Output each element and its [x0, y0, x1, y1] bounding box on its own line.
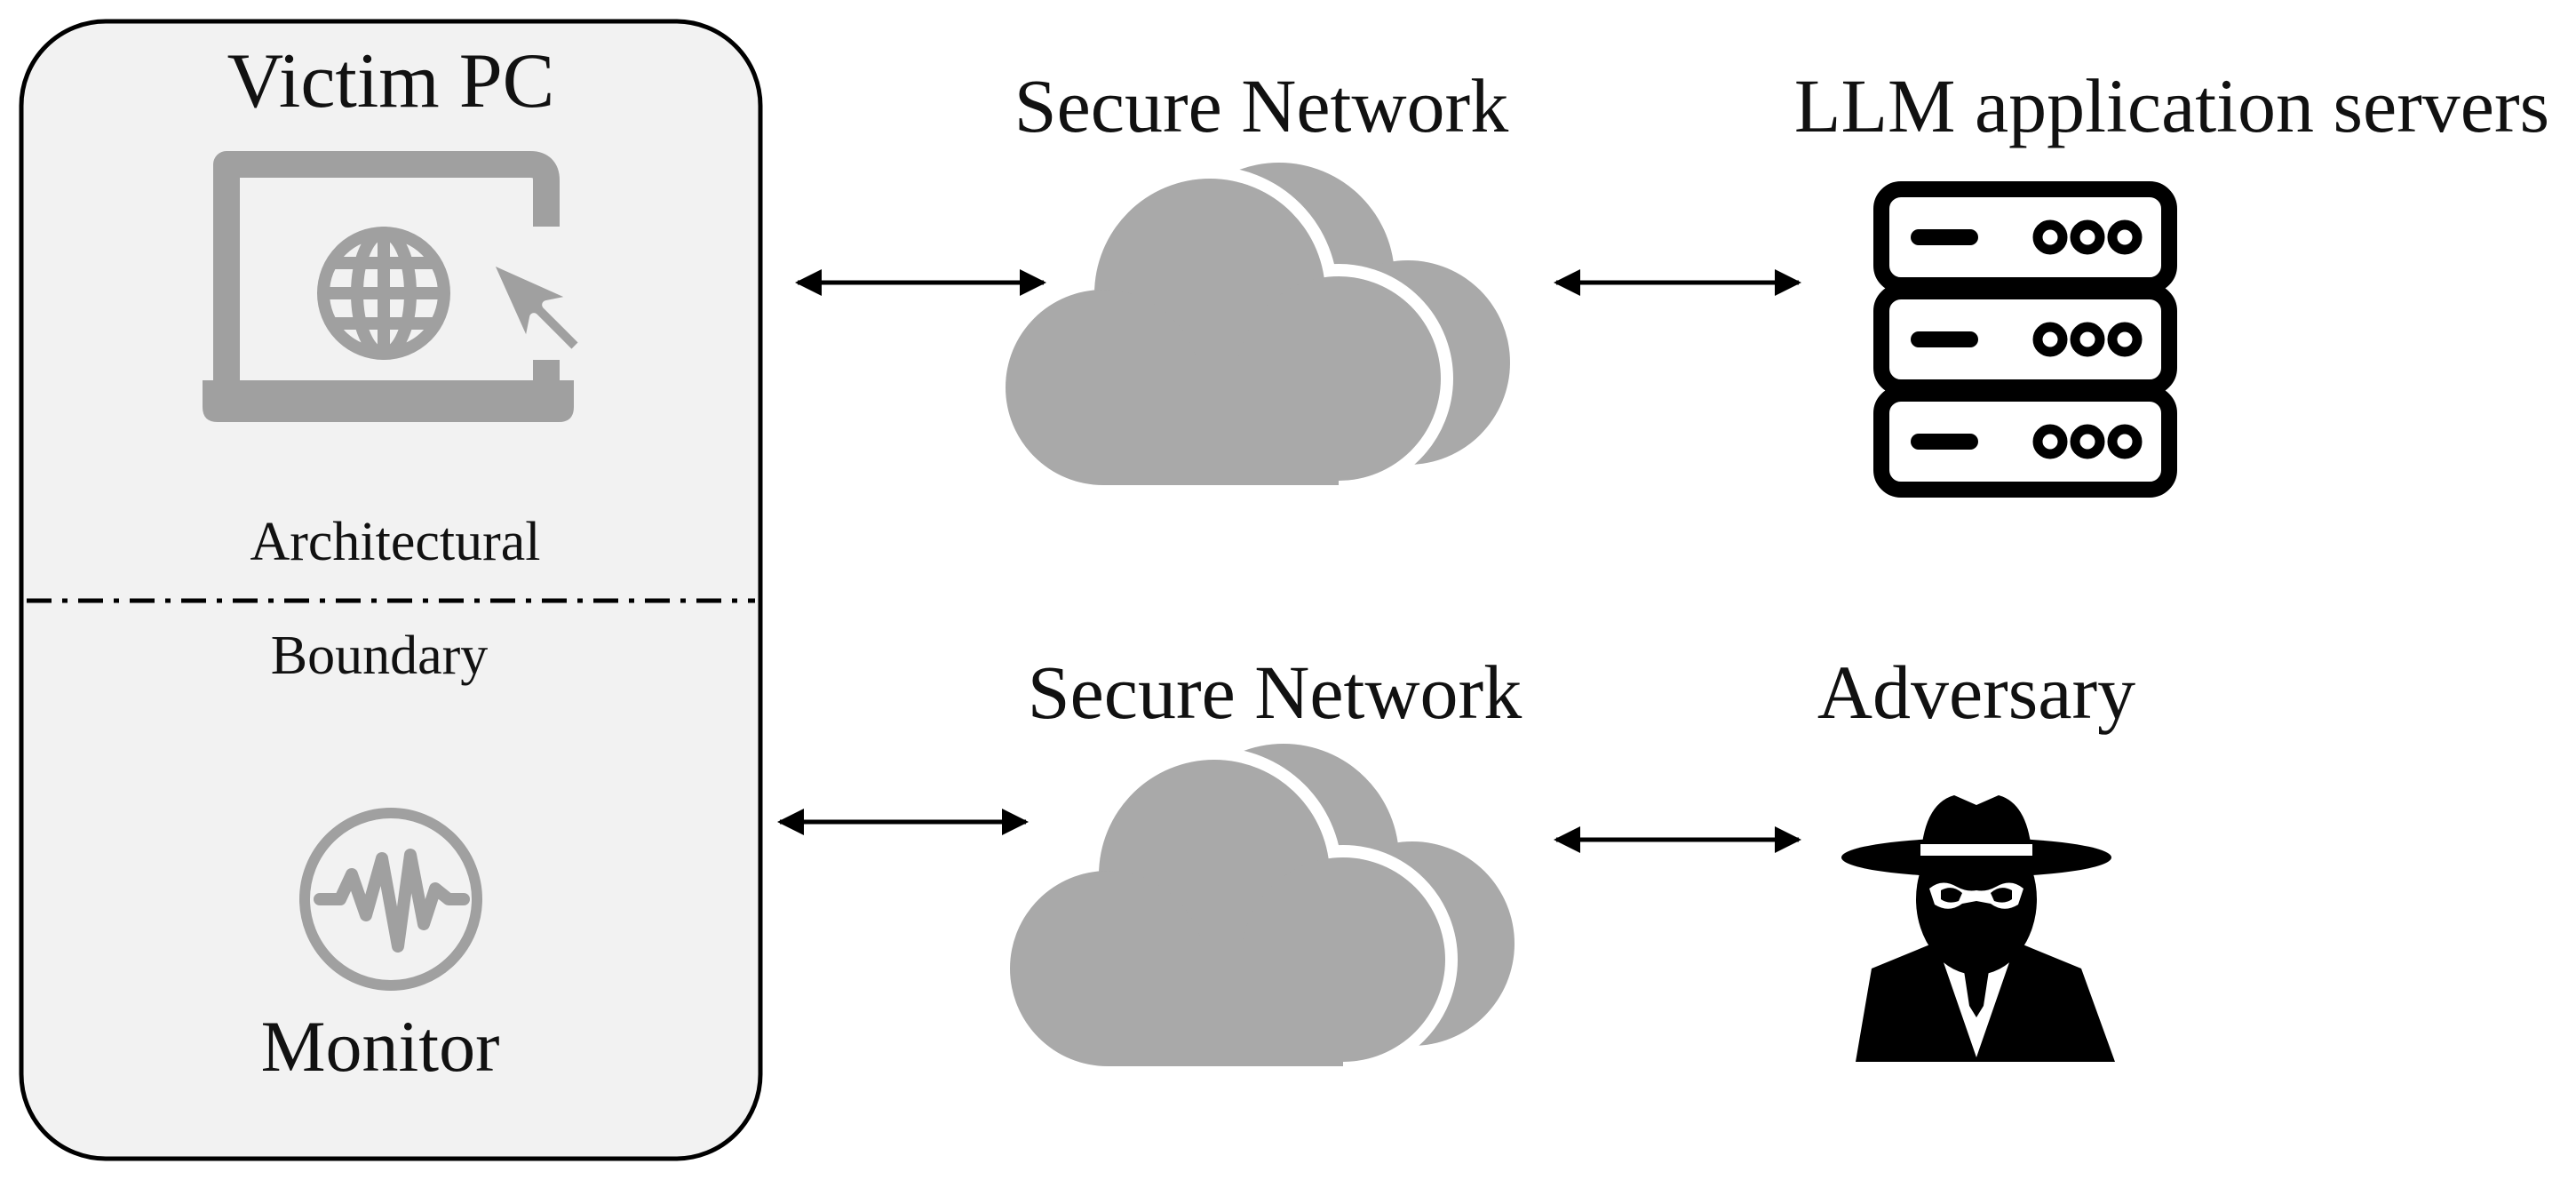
network-bottom-label: Secure Network — [1028, 650, 1522, 735]
laptop-globe-cursor-icon — [203, 151, 589, 422]
victim-pc-box — [19, 19, 763, 1161]
connection-arrows — [777, 269, 1801, 853]
victim-pc-title: Victim PC — [227, 38, 555, 124]
boundary-label-top: Architectural — [250, 512, 540, 572]
network-top-label: Secure Network — [1014, 63, 1508, 148]
monitor-label: Monitor — [261, 1006, 500, 1087]
boundary-label-bottom: Boundary — [271, 626, 489, 686]
cloud-icon-bottom — [1010, 744, 1515, 1066]
spy-icon — [1841, 795, 2115, 1062]
adversary-label: Adversary — [1817, 650, 2135, 735]
cloud-icon-top — [1006, 163, 1510, 485]
servers-label: LLM application servers — [1794, 63, 2549, 148]
pulse-monitor-icon — [299, 808, 482, 991]
server-rack-icon — [1873, 181, 2177, 498]
